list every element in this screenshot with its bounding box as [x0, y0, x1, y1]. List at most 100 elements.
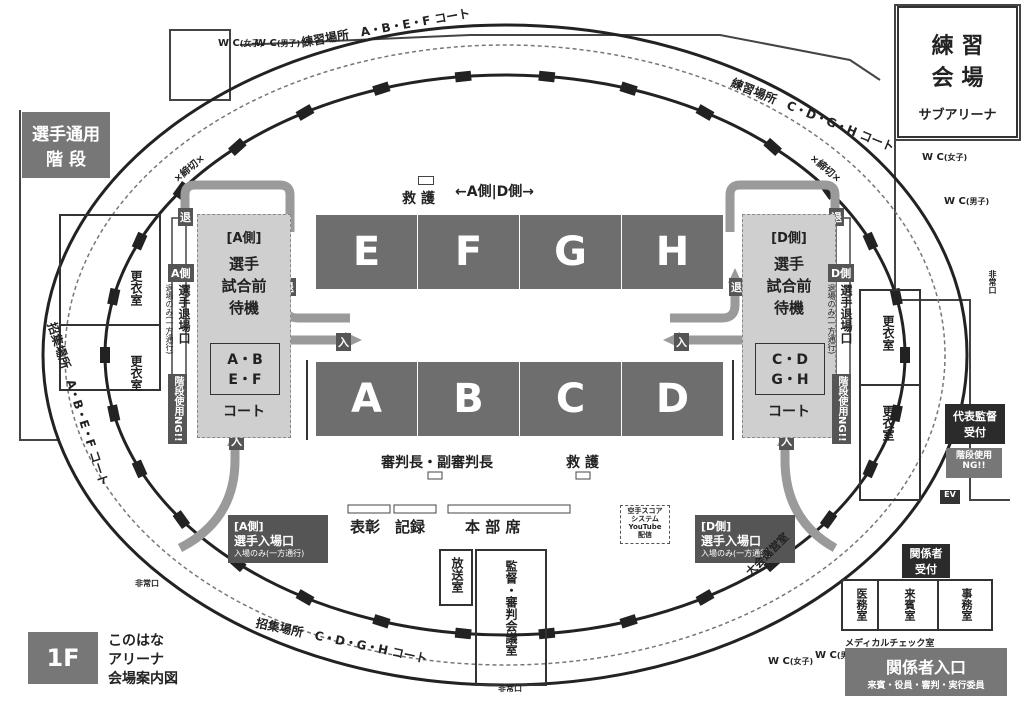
court-b: B — [418, 362, 519, 436]
wc-female: 女子 — [793, 657, 810, 666]
score-line1: 空手スコア — [627, 507, 663, 515]
athlete-stairs-line2: 階 段 — [46, 150, 86, 170]
hq-label: 本 部 席 — [465, 518, 521, 536]
entrance-d-sub: 入場のみ(一方通行) — [701, 549, 772, 558]
column — [131, 459, 148, 479]
wc-top-male: W C(男子) — [255, 38, 301, 49]
elevator: EV — [940, 490, 960, 504]
practice-hall-title-1: 練 習 — [931, 34, 984, 59]
waiting-d-court-word: コート — [768, 404, 810, 420]
medical-check-room: メディカルチェック室 — [845, 639, 935, 649]
office-room: 事務室 — [960, 588, 973, 621]
wc-letters: W C — [768, 656, 790, 667]
exit-tag-a-top: 退 — [178, 208, 193, 226]
waiting-d-courts1: C・D — [772, 352, 808, 368]
wc-male: 男子 — [280, 39, 297, 48]
award-label: 表彰 — [350, 518, 381, 536]
practice-hall: 練 習 会 場 サブアリーナ — [897, 6, 1018, 138]
wc-female: 女子 — [947, 153, 964, 162]
court-c: C — [520, 362, 621, 436]
referee-label: 審判長・副審判長 — [381, 455, 493, 471]
waiting-d-l1: 選手 — [773, 255, 804, 273]
waiting-a-courts2: E・F — [228, 372, 262, 388]
locker-left-1: 更衣室 — [129, 270, 143, 306]
rep-reception-sign: 代表監督 受付 — [945, 404, 1005, 444]
exit-d-tag: D側 — [828, 264, 855, 282]
waiting-a-l2: 試合前 — [221, 277, 267, 295]
column — [619, 614, 638, 629]
column — [538, 70, 556, 83]
column — [862, 459, 879, 479]
staff-reception-2: 受付 — [915, 563, 937, 576]
score-line2: システム — [631, 515, 659, 523]
wc-right-female: W C(女子) — [922, 152, 968, 163]
stairs-ng-sign: 階段使用 NG!! — [946, 448, 1002, 478]
court-h: H — [622, 215, 723, 289]
wc-bottom-female: W C(女子) — [768, 656, 814, 667]
court-a: A — [316, 362, 417, 436]
floor-badge: 1F — [28, 632, 98, 684]
wc-letters: W C — [922, 152, 944, 163]
column — [819, 510, 838, 529]
rescue-desk — [418, 176, 434, 185]
enter-tag-d: 入 — [674, 333, 689, 351]
wc-right-male: W C(男子) — [944, 196, 990, 207]
waiting-area-d: [D側] 選手 試合前 待機 C・D G・H コート — [742, 214, 836, 438]
court-e: E — [316, 215, 417, 289]
practice-hall-subtitle: サブアリーナ — [918, 108, 997, 123]
entrance-d-main: 選手入場口 — [701, 534, 762, 548]
waiting-a-courts: A・B E・F — [210, 343, 280, 395]
exit-tag-d-inner: 退 — [729, 278, 744, 296]
exit-a-main: 選手退場口 — [177, 284, 191, 344]
entrance-d-sign: [D側] 選手入場口 入場のみ(一方通行) — [695, 515, 795, 563]
wc-male: 男子 — [969, 197, 986, 206]
column — [454, 627, 472, 640]
locker-right-1: 更衣室 — [881, 315, 895, 351]
broadcast-room: 放送室 — [450, 557, 464, 593]
court-g: G — [520, 215, 621, 289]
waiting-a-court-word: コート — [223, 404, 265, 420]
venue-name-1: このはな — [108, 633, 164, 649]
venue-name-3: 会場案内図 — [108, 671, 178, 687]
column — [889, 287, 903, 306]
wc-top-female: W C(女子) — [218, 38, 264, 49]
exit-a-tag: A側 — [168, 264, 194, 282]
locker-left-2: 更衣室 — [129, 355, 143, 391]
director-meeting-room: 監督・審判会議室 — [504, 560, 518, 656]
wc-letters: W C — [815, 650, 837, 661]
column — [695, 104, 715, 121]
entrance-a-title: [A側] — [234, 520, 264, 533]
wc-letters: W C — [218, 38, 240, 49]
exit-d-main: 選手退場口 — [839, 284, 853, 344]
column — [107, 404, 121, 423]
column — [862, 231, 879, 251]
staff-entrance-sub: 来賓・役員・審判・実行委員 — [867, 680, 985, 691]
column — [372, 81, 391, 96]
waiting-a-l1: 選手 — [228, 255, 259, 273]
staff-reception-1: 関係者 — [909, 547, 943, 560]
court-d: D — [622, 362, 723, 436]
waiting-d-side: [D側] — [771, 231, 807, 246]
column — [100, 347, 110, 363]
staff-entrance-main: 関係者入口 — [885, 657, 966, 677]
athlete-stairs-line1: 選手通用 — [32, 125, 100, 145]
court-f: F — [418, 215, 519, 289]
side-direction-label: ←A側|D側→ — [455, 184, 535, 200]
column — [295, 104, 315, 121]
exit-d-note: 階段使用NG!! — [832, 374, 851, 444]
column — [295, 589, 315, 606]
waiting-a-courts1: A・B — [227, 352, 263, 368]
exit-a-note: 階段使用NG!! — [168, 374, 187, 444]
column — [228, 137, 247, 156]
entrance-a-sign: [A側] 選手入場口 入場のみ(一方通行) — [228, 515, 328, 563]
rep-reception-1: 代表監督 — [953, 410, 997, 423]
record-label: 記録 — [395, 518, 426, 536]
score-system-box: 空手スコア システム YouTube 配信 — [620, 505, 670, 544]
emergency-exit-right: 非常口 — [988, 270, 997, 294]
wc-letters: W C — [944, 196, 966, 207]
column — [695, 589, 715, 606]
locker-right-2: 更衣室 — [881, 405, 895, 441]
column — [619, 81, 638, 96]
column — [900, 347, 910, 363]
